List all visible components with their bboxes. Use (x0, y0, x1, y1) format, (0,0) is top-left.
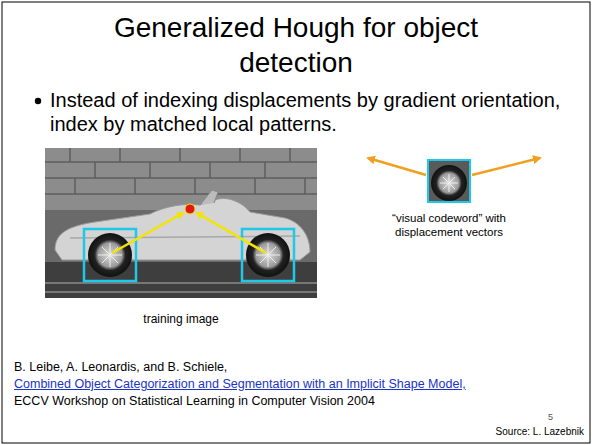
codeword-patch (368, 158, 540, 202)
slide-title: Generalized Hough for object detection (96, 10, 496, 80)
page-number: 5 (548, 412, 553, 423)
reference-link: Combined Object Categorization and Segme… (14, 377, 584, 392)
car-photo (45, 148, 317, 298)
codeword-caption: “visual codeword” with displacement vect… (384, 212, 514, 240)
image-caption: training image (45, 312, 317, 326)
bullet-dot (35, 98, 41, 104)
bullet-text: Instead of indexing displacements by gra… (50, 88, 570, 136)
reference-venue: ECCV Workshop on Statistical Learning in… (14, 394, 514, 409)
source-credit: Source: L. Lazebnik (496, 426, 584, 438)
reference-authors: B. Leibe, A. Leonardis, and B. Schiele, (14, 360, 574, 375)
